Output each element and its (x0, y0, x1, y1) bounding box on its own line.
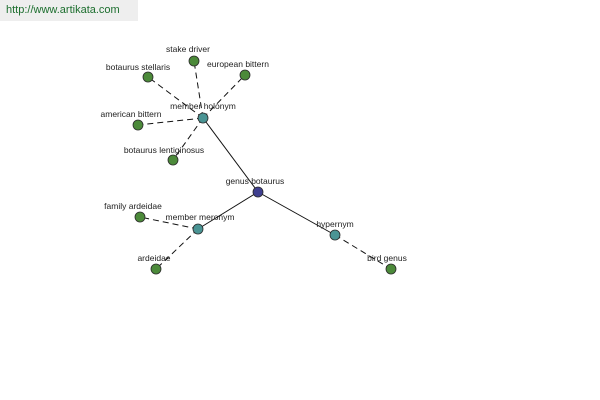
node-ardeidae[interactable] (150, 263, 162, 275)
edge-genus-botaurus-to-member-holonym (202, 117, 259, 193)
node-label-member-meronym[interactable]: member meronym (166, 212, 235, 222)
node-member-meronym[interactable] (192, 223, 204, 235)
edge-member-meronym-to-ardeidae (155, 228, 199, 270)
node-label-genus-botaurus[interactable]: genus botaurus (226, 176, 285, 186)
edge-hypernym-to-bird-genus (334, 234, 392, 270)
node-family-ardeidae[interactable] (134, 211, 146, 223)
node-label-hypernym[interactable]: hypernym (316, 219, 353, 229)
edge-genus-botaurus-to-member-meronym (197, 191, 259, 230)
edge-member-holonym-to-american-bittern (137, 117, 204, 126)
edge-genus-botaurus-to-hypernym (257, 191, 336, 236)
site-url-banner[interactable]: http://www.artikata.com (0, 0, 138, 21)
edges-layer (137, 60, 392, 270)
node-stake-driver[interactable] (188, 55, 200, 67)
edge-member-holonym-to-botaurus-stellaris (147, 76, 204, 119)
node-label-member-holonym[interactable]: member holonym (170, 101, 236, 111)
node-genus-botaurus[interactable] (252, 186, 264, 198)
node-member-holonym[interactable] (197, 112, 209, 124)
node-label-european-bittern[interactable]: european bittern (207, 59, 269, 69)
node-label-botaurus-stellaris[interactable]: botaurus stellaris (106, 62, 170, 72)
node-label-american-bittern[interactable]: american bittern (101, 109, 162, 119)
node-label-bird-genus[interactable]: bird genus (367, 253, 407, 263)
node-label-family-ardeidae[interactable]: family ardeidae (104, 201, 162, 211)
nodes-layer (132, 55, 397, 275)
node-american-bittern[interactable] (132, 119, 144, 131)
node-label-stake-driver[interactable]: stake driver (166, 44, 210, 54)
node-hypernym[interactable] (329, 229, 341, 241)
node-label-ardeidae[interactable]: ardeidae (137, 253, 170, 263)
node-botaurus-lentiginosus[interactable] (167, 154, 179, 166)
node-botaurus-stellaris[interactable] (142, 71, 154, 83)
labels-layer: genus botaurus member holonym member meron… (101, 44, 407, 263)
edge-member-holonym-to-european-bittern (202, 74, 246, 119)
node-bird-genus[interactable] (385, 263, 397, 275)
node-label-botaurus-lentiginosus[interactable]: botaurus lentiginosus (124, 145, 204, 155)
edge-member-holonym-to-botaurus-lentiginosus (172, 117, 204, 161)
node-european-bittern[interactable] (239, 69, 251, 81)
